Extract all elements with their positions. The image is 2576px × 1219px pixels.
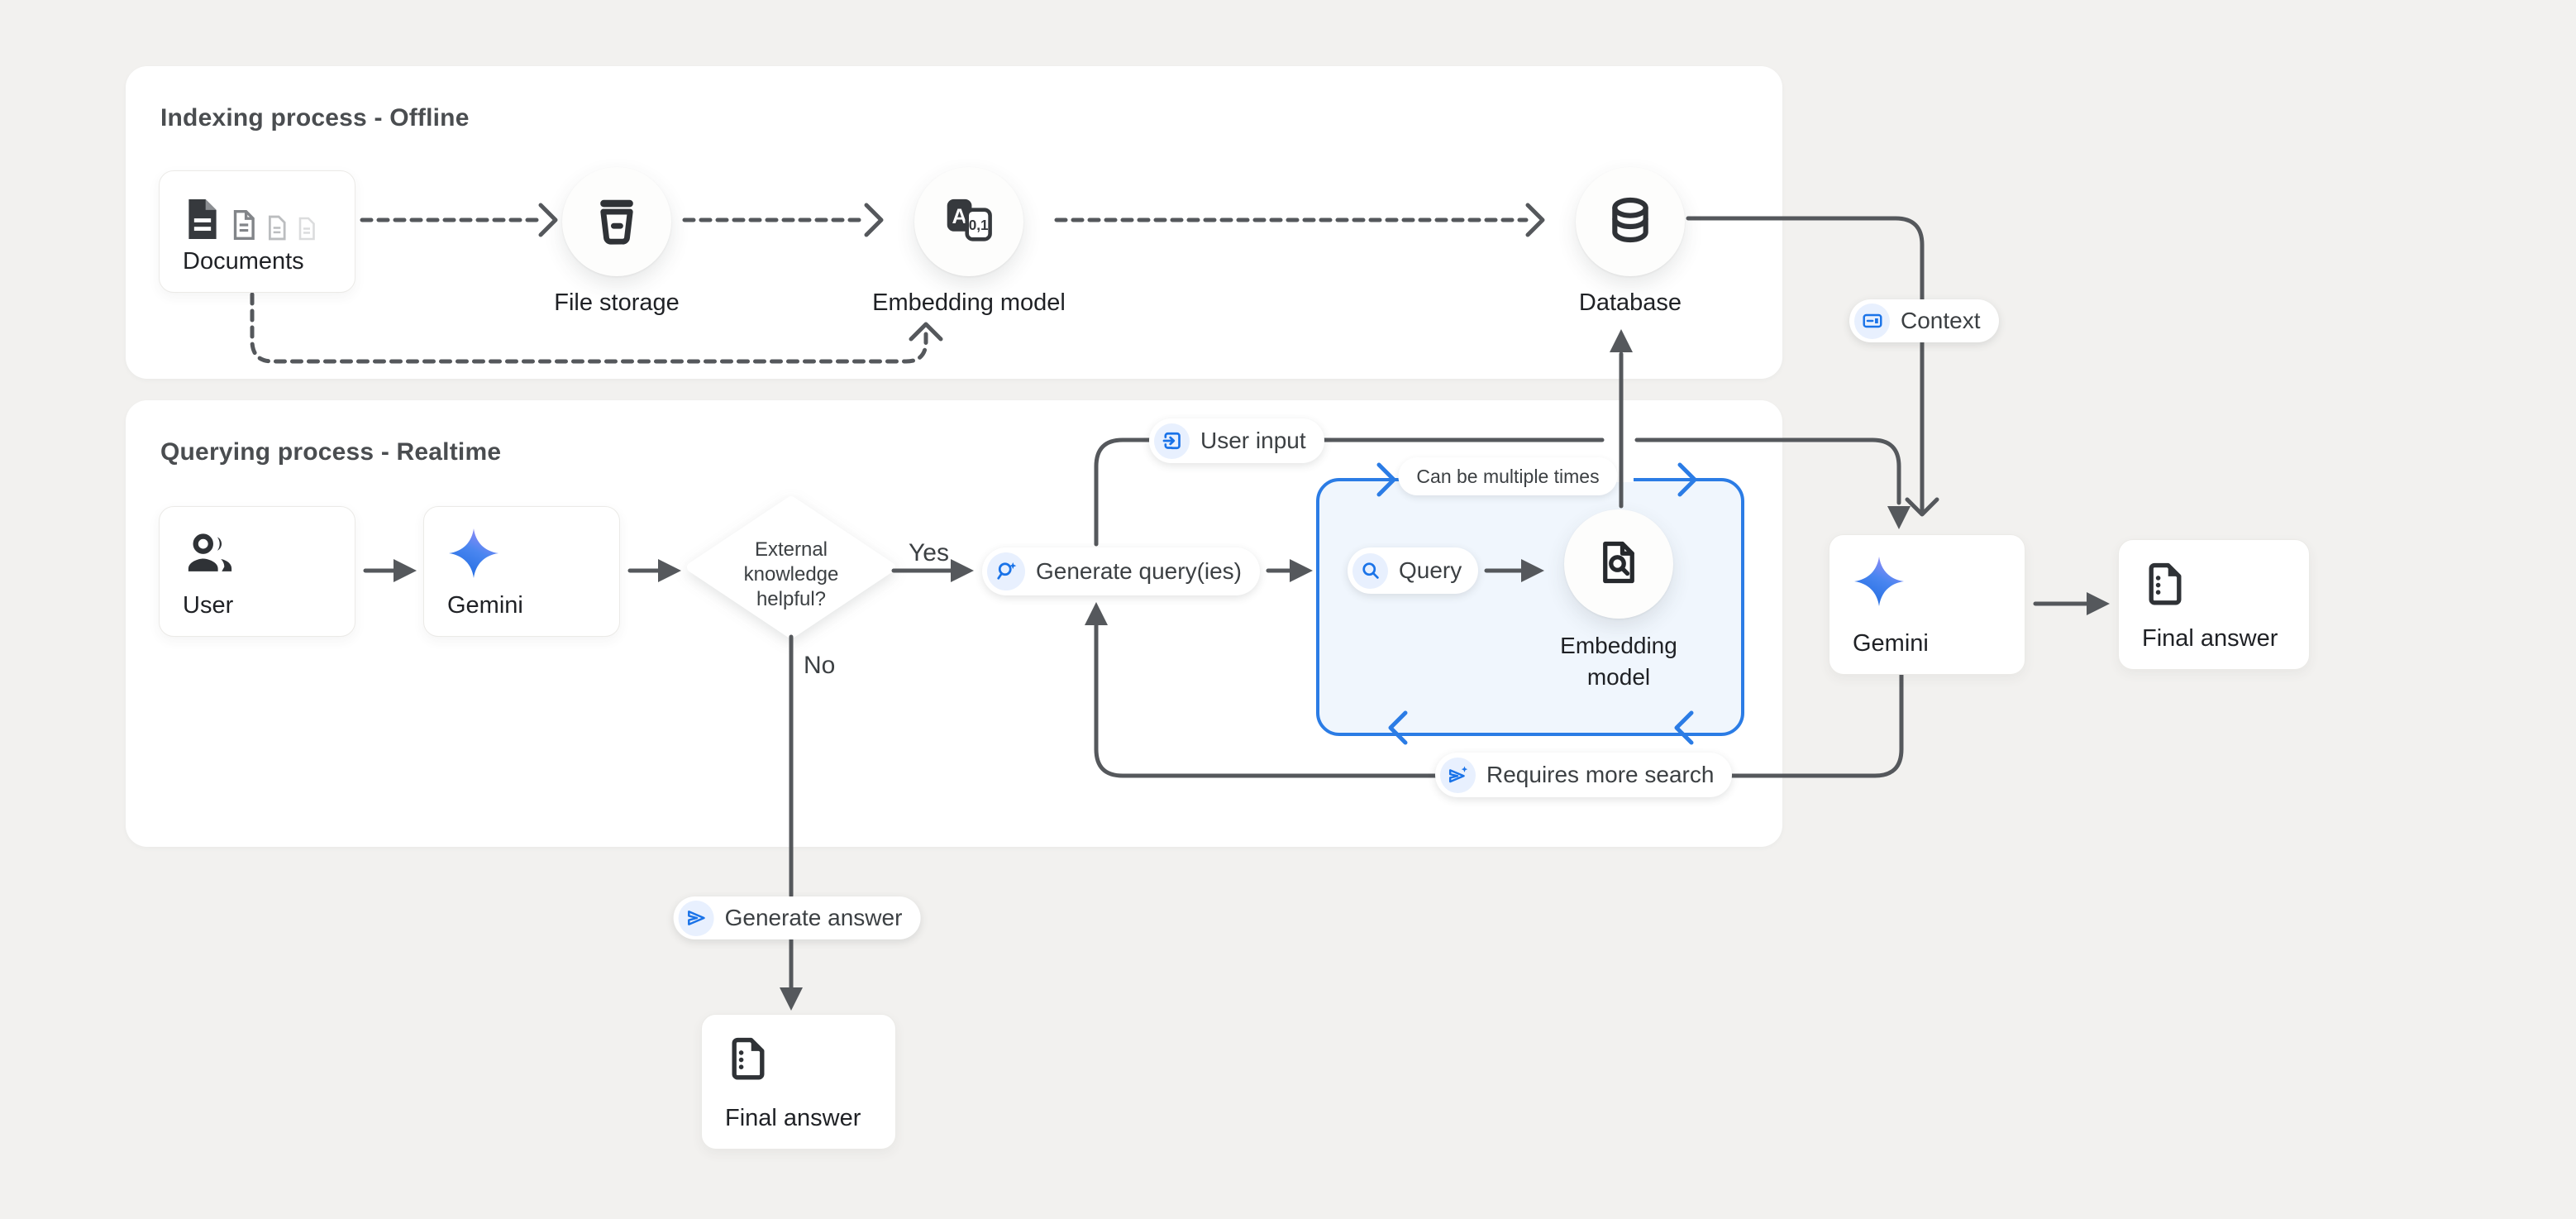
embedding-model-label: Embedding model bbox=[872, 289, 1066, 316]
user-input-icon bbox=[1154, 423, 1190, 459]
edge-documents-embedding-arrowhead bbox=[909, 322, 943, 342]
decision-diamond-label: External knowledge helpful? bbox=[743, 538, 839, 610]
edge-filestorage-embedding-arrowhead bbox=[864, 203, 884, 237]
embedding-model-loop-label: Embedding model bbox=[1560, 633, 1677, 690]
edge-loop-generatequeries-arrowhead bbox=[1085, 602, 1108, 625]
context-pill: Context bbox=[1849, 299, 1999, 342]
edge-userinput-gemini-arrowhead bbox=[1887, 506, 1911, 529]
final-answer-no-branch-label: Final answer bbox=[725, 1105, 861, 1131]
query-label: Query bbox=[1399, 557, 1462, 583]
user-input-pill: User input bbox=[1149, 418, 1324, 463]
documents-icon bbox=[183, 196, 317, 242]
embedding-model-loop-node bbox=[1564, 509, 1673, 619]
edge-generatequeries-loopbox-arrowhead bbox=[1290, 559, 1313, 582]
loop-arrow-top-left bbox=[1376, 462, 1396, 497]
final-answer-card: Final answer bbox=[2118, 539, 2310, 670]
documents-label: Documents bbox=[183, 248, 304, 275]
gemini-final-label: Gemini bbox=[1853, 630, 1929, 657]
edge-userinput-right bbox=[1634, 437, 1901, 505]
context-pill-label: Context bbox=[1901, 308, 1981, 333]
file-storage-node bbox=[562, 167, 671, 276]
gemini-label: Gemini bbox=[447, 592, 523, 619]
file-storage-icon bbox=[589, 193, 644, 251]
edge-embedding-database-up-arrowhead bbox=[1610, 329, 1633, 352]
edge-documents-filestorage-arrowhead bbox=[538, 203, 558, 237]
final-answer-no-branch-card: Final answer bbox=[701, 1014, 896, 1150]
final-answer-icon bbox=[2142, 560, 2188, 610]
loop-arrow-top-right bbox=[1677, 462, 1697, 497]
database-node bbox=[1576, 167, 1685, 276]
gemini-final-card: Gemini bbox=[1829, 534, 2025, 675]
send-sparkle-icon bbox=[1440, 757, 1476, 793]
can-be-multiple-times-label: Can be multiple times bbox=[1416, 465, 1600, 487]
requires-more-search-label: Requires more search bbox=[1486, 762, 1715, 787]
edge-embedding-database-arrowhead bbox=[1525, 203, 1545, 237]
edge-userinput-left bbox=[1094, 437, 1605, 547]
no-label: No bbox=[804, 652, 836, 679]
edge-query-embedding-arrowhead bbox=[1521, 559, 1544, 582]
decision-diamond-shape bbox=[687, 496, 895, 638]
requires-more-search-pill: Requires more search bbox=[1435, 753, 1733, 797]
document-search-icon bbox=[1594, 538, 1643, 591]
user-icon bbox=[183, 527, 237, 586]
generate-answer-pill: Generate answer bbox=[673, 896, 921, 939]
generate-queries-pill: Generate query(ies) bbox=[982, 547, 1261, 595]
generate-queries-label: Generate query(ies) bbox=[1036, 558, 1243, 584]
edge-documents-embedding-loop bbox=[250, 292, 928, 364]
final-answer-no-branch-icon bbox=[725, 1035, 771, 1085]
svg-text:0,1: 0,1 bbox=[969, 216, 989, 232]
edge-context-gemini-arrowhead bbox=[1905, 497, 1939, 517]
gemini-card: Gemini bbox=[423, 506, 620, 637]
send-icon bbox=[678, 900, 714, 936]
user-card: User bbox=[159, 506, 355, 637]
indexing-panel-title: Indexing process - Offline bbox=[160, 104, 470, 131]
edge-gemini-decision-arrowhead bbox=[658, 559, 681, 582]
embedding-model-node: A 0,1 bbox=[914, 167, 1023, 276]
generate-answer-label: Generate answer bbox=[724, 905, 903, 930]
documents-card: Documents bbox=[159, 170, 355, 293]
can-be-multiple-times-pill: Can be multiple times bbox=[1398, 457, 1618, 495]
gemini-icon bbox=[447, 527, 500, 584]
embedding-model-icon: A 0,1 bbox=[942, 194, 995, 251]
context-icon bbox=[1854, 303, 1890, 339]
file-storage-label: File storage bbox=[554, 289, 680, 316]
query-pill: Query bbox=[1348, 547, 1479, 594]
gemini-final-icon bbox=[1853, 555, 1906, 612]
edge-gemini-finalanswer-arrowhead bbox=[2087, 592, 2110, 615]
edge-database-context-gemini bbox=[1686, 216, 1925, 515]
database-icon bbox=[1604, 194, 1657, 251]
querying-panel-title: Querying process - Realtime bbox=[160, 438, 502, 466]
query-icon bbox=[1352, 552, 1388, 589]
retrieval-loop-box bbox=[1316, 478, 1744, 736]
svg-text:A: A bbox=[952, 205, 966, 228]
edge-yes-arrowhead bbox=[951, 559, 974, 582]
loop-arrow-bottom-right bbox=[1674, 710, 1694, 745]
final-answer-label: Final answer bbox=[2142, 625, 2278, 652]
edge-no-finalanswer-arrowhead bbox=[780, 987, 803, 1011]
user-label: User bbox=[183, 592, 234, 619]
database-label: Database bbox=[1578, 289, 1682, 316]
generate-queries-icon bbox=[987, 552, 1025, 590]
user-input-label: User input bbox=[1200, 428, 1306, 453]
loop-arrow-bottom-left bbox=[1388, 710, 1408, 745]
edge-user-gemini-arrowhead bbox=[394, 559, 417, 582]
yes-label: Yes bbox=[909, 539, 949, 566]
